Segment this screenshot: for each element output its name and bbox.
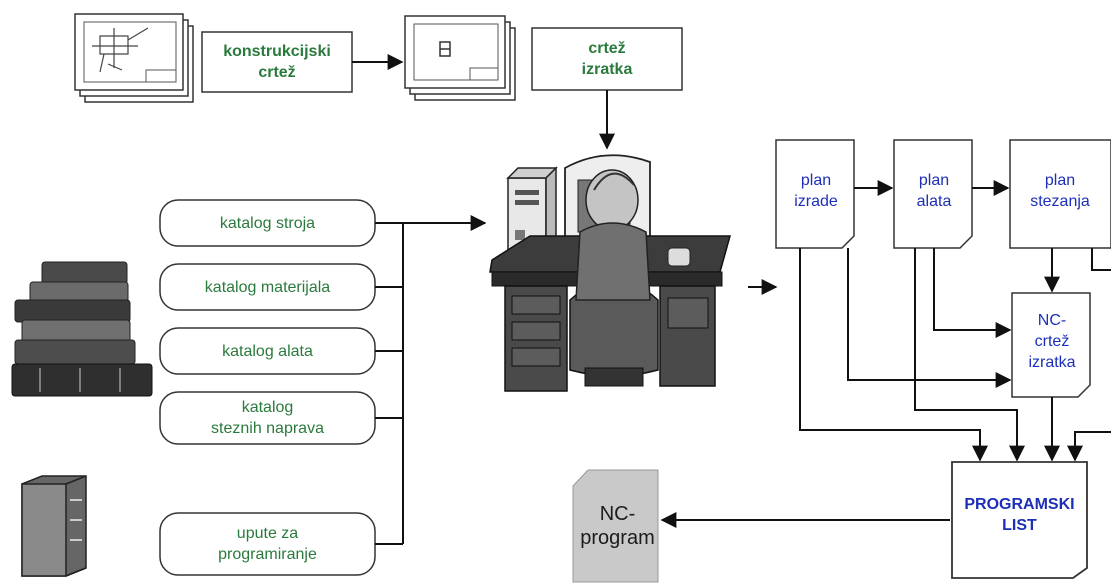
plan-documents	[775, 139, 1111, 249]
program-sheet-document	[951, 461, 1088, 579]
construction-drawing-icon	[74, 13, 194, 103]
book-icon	[21, 475, 87, 577]
arrow-izrade-to-programski	[799, 248, 988, 462]
programmer-at-computer-illustration	[489, 154, 731, 392]
label-plan-izrade: plan izrade	[794, 172, 838, 210]
nc-drawing-document	[1011, 292, 1091, 398]
label-konstrukcijski-crtez: konstrukcijski crtež	[223, 43, 331, 81]
label-plan-stezanja: plan stezanja	[1030, 172, 1090, 210]
arrow-izrade-to-nc-crtez	[847, 248, 1012, 388]
label-upute-za-programiranje: upute za programiranje	[218, 525, 317, 563]
label-katalog-materijala: katalog materijala	[204, 279, 331, 296]
label-nc-program: NC- program	[580, 503, 655, 549]
catalog-connector	[375, 215, 487, 545]
offpage-line	[1091, 248, 1111, 271]
label-crtez-izratka: crtež izratka	[581, 40, 633, 78]
book-stack-icon	[11, 261, 153, 397]
label-programski-list: PROGRAMSKI LIST	[964, 496, 1075, 534]
arrow-alata-to-nc-crtez	[933, 248, 1012, 338]
label-katalog-stroja: katalog stroja	[219, 215, 316, 232]
arrow-alata-to-programski	[914, 248, 1025, 462]
part-drawing-box	[531, 27, 683, 91]
label-katalog-alata: katalog alata	[222, 343, 313, 360]
label-nc-crtez-izratka: NC- crtež izratka	[1028, 312, 1076, 371]
arrow-offpage-to-programski	[1067, 431, 1111, 462]
construction-drawing-box	[201, 31, 353, 93]
nc-program-document	[572, 469, 659, 583]
label-plan-alata: plan alata	[916, 172, 952, 210]
part-drawing-icon	[404, 15, 516, 101]
label-katalog-steznih-naprava: katalog steznih naprava	[211, 399, 324, 437]
